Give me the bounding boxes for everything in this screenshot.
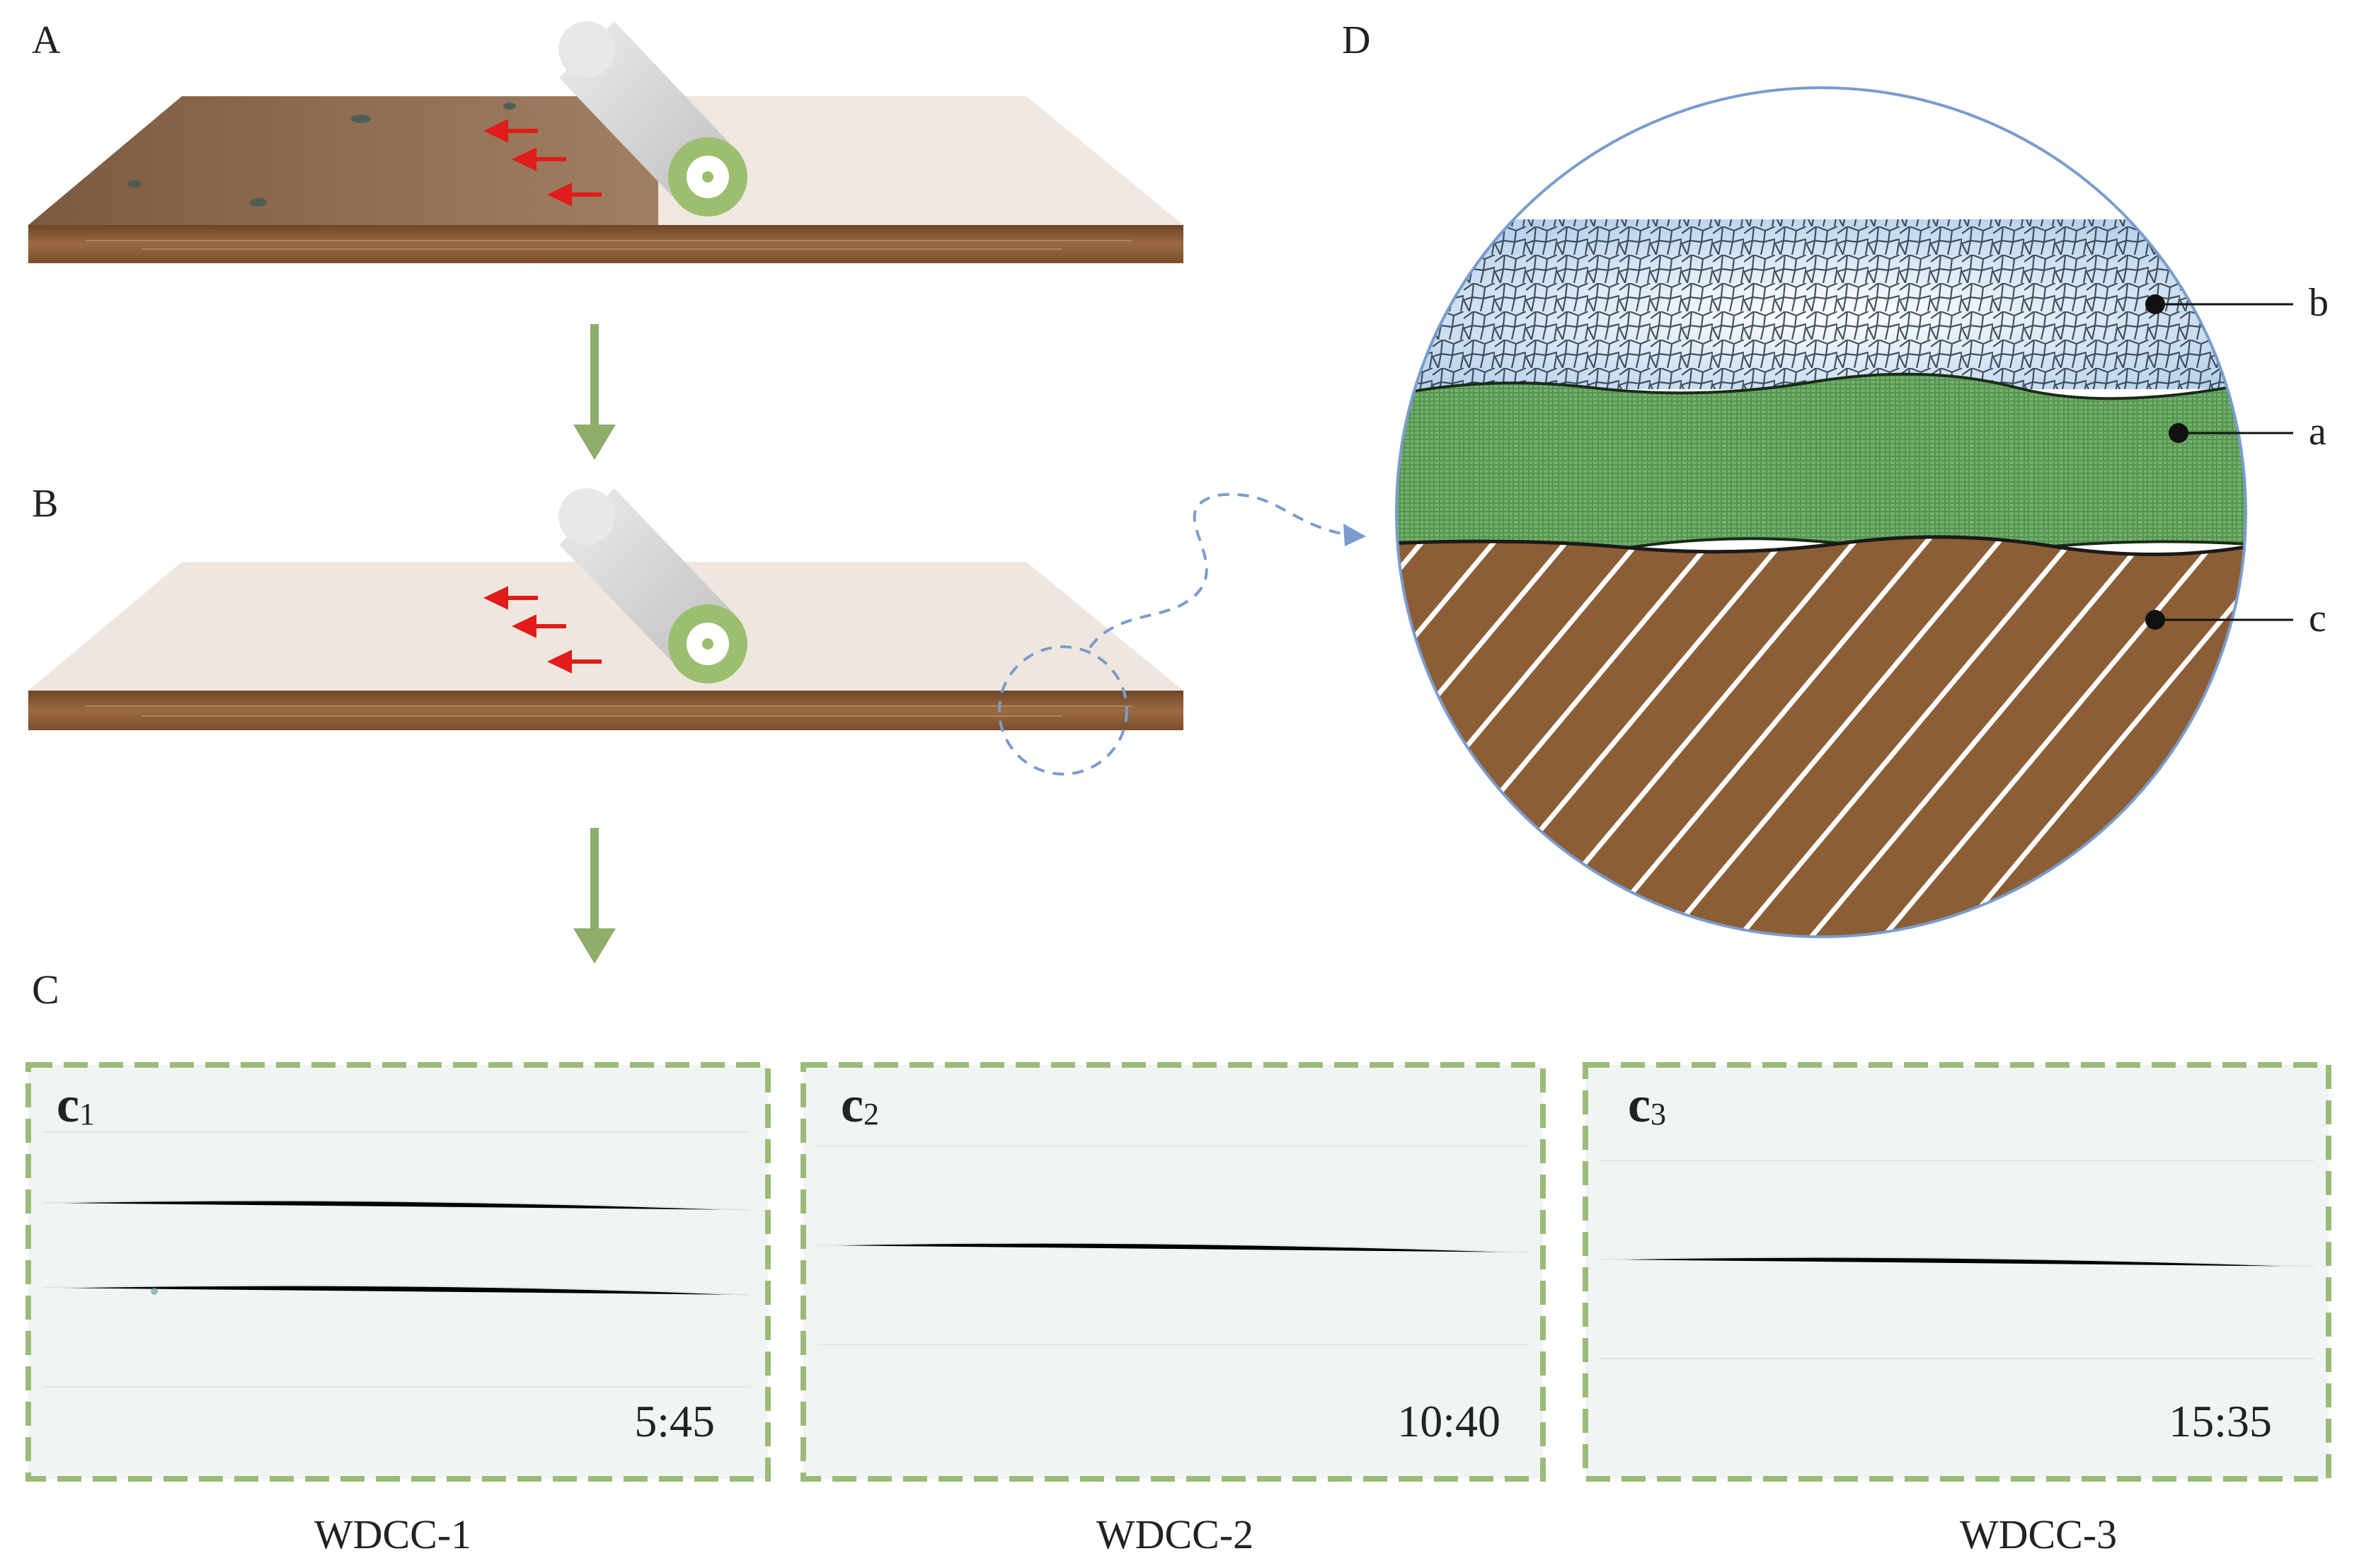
- leader-b: [2145, 294, 2293, 314]
- callout-connector: [1089, 492, 1345, 649]
- flow-arrow-1: [573, 324, 616, 460]
- cross-section-outline: [1395, 86, 2247, 938]
- sample-caption-3: WDCC-3: [1960, 1511, 2117, 1557]
- board-b-edge: [28, 691, 1183, 730]
- layer-c-substrate: [1396, 536, 2246, 937]
- board-b-coated-surface: [28, 562, 1183, 691]
- sample-caption-1: WDCC-1: [314, 1511, 471, 1557]
- sample-panel-3: [1583, 1062, 2331, 1482]
- wood-knots: [127, 103, 516, 207]
- panel-label-c: C: [32, 967, 59, 1013]
- board-a: [28, 21, 1183, 263]
- panel-label-b: B: [32, 482, 58, 526]
- sample-sublabel-1: c1: [57, 1076, 95, 1133]
- layer-label-a: a: [2309, 410, 2326, 454]
- leader-a: [2169, 423, 2293, 443]
- sample-sublabel-3: c3: [1628, 1076, 1666, 1133]
- callout-circle: [998, 645, 1128, 776]
- board-b: [28, 488, 1366, 776]
- panel-label-a: A: [32, 18, 61, 62]
- board-a-edge: [28, 225, 1183, 263]
- sample-ratio-2: 10:40: [1397, 1396, 1500, 1446]
- layer-label-b: b: [2309, 281, 2329, 325]
- board-a-coated-surface: [658, 96, 1183, 225]
- leader-c: [2145, 610, 2293, 630]
- layer-label-c: c: [2309, 596, 2326, 640]
- roller-a: [558, 21, 747, 217]
- sample-panel-2: [800, 1062, 1546, 1482]
- direction-arrows-b: [483, 586, 602, 674]
- layer-a-coating: [1396, 372, 2246, 556]
- cross-section: [1396, 88, 2246, 937]
- sample-panel-1: [25, 1062, 771, 1482]
- roller-b: [558, 488, 747, 684]
- sample-sublabel-2: c2: [841, 1076, 879, 1133]
- panel-label-d: D: [1342, 18, 1370, 62]
- direction-arrows-a: [483, 119, 602, 207]
- sample-caption-2: WDCC-2: [1096, 1511, 1253, 1557]
- flow-arrow-2: [573, 828, 616, 964]
- sample-ratio-1: 5:45: [634, 1396, 715, 1446]
- sample-ratio-3: 15:35: [2169, 1396, 2272, 1446]
